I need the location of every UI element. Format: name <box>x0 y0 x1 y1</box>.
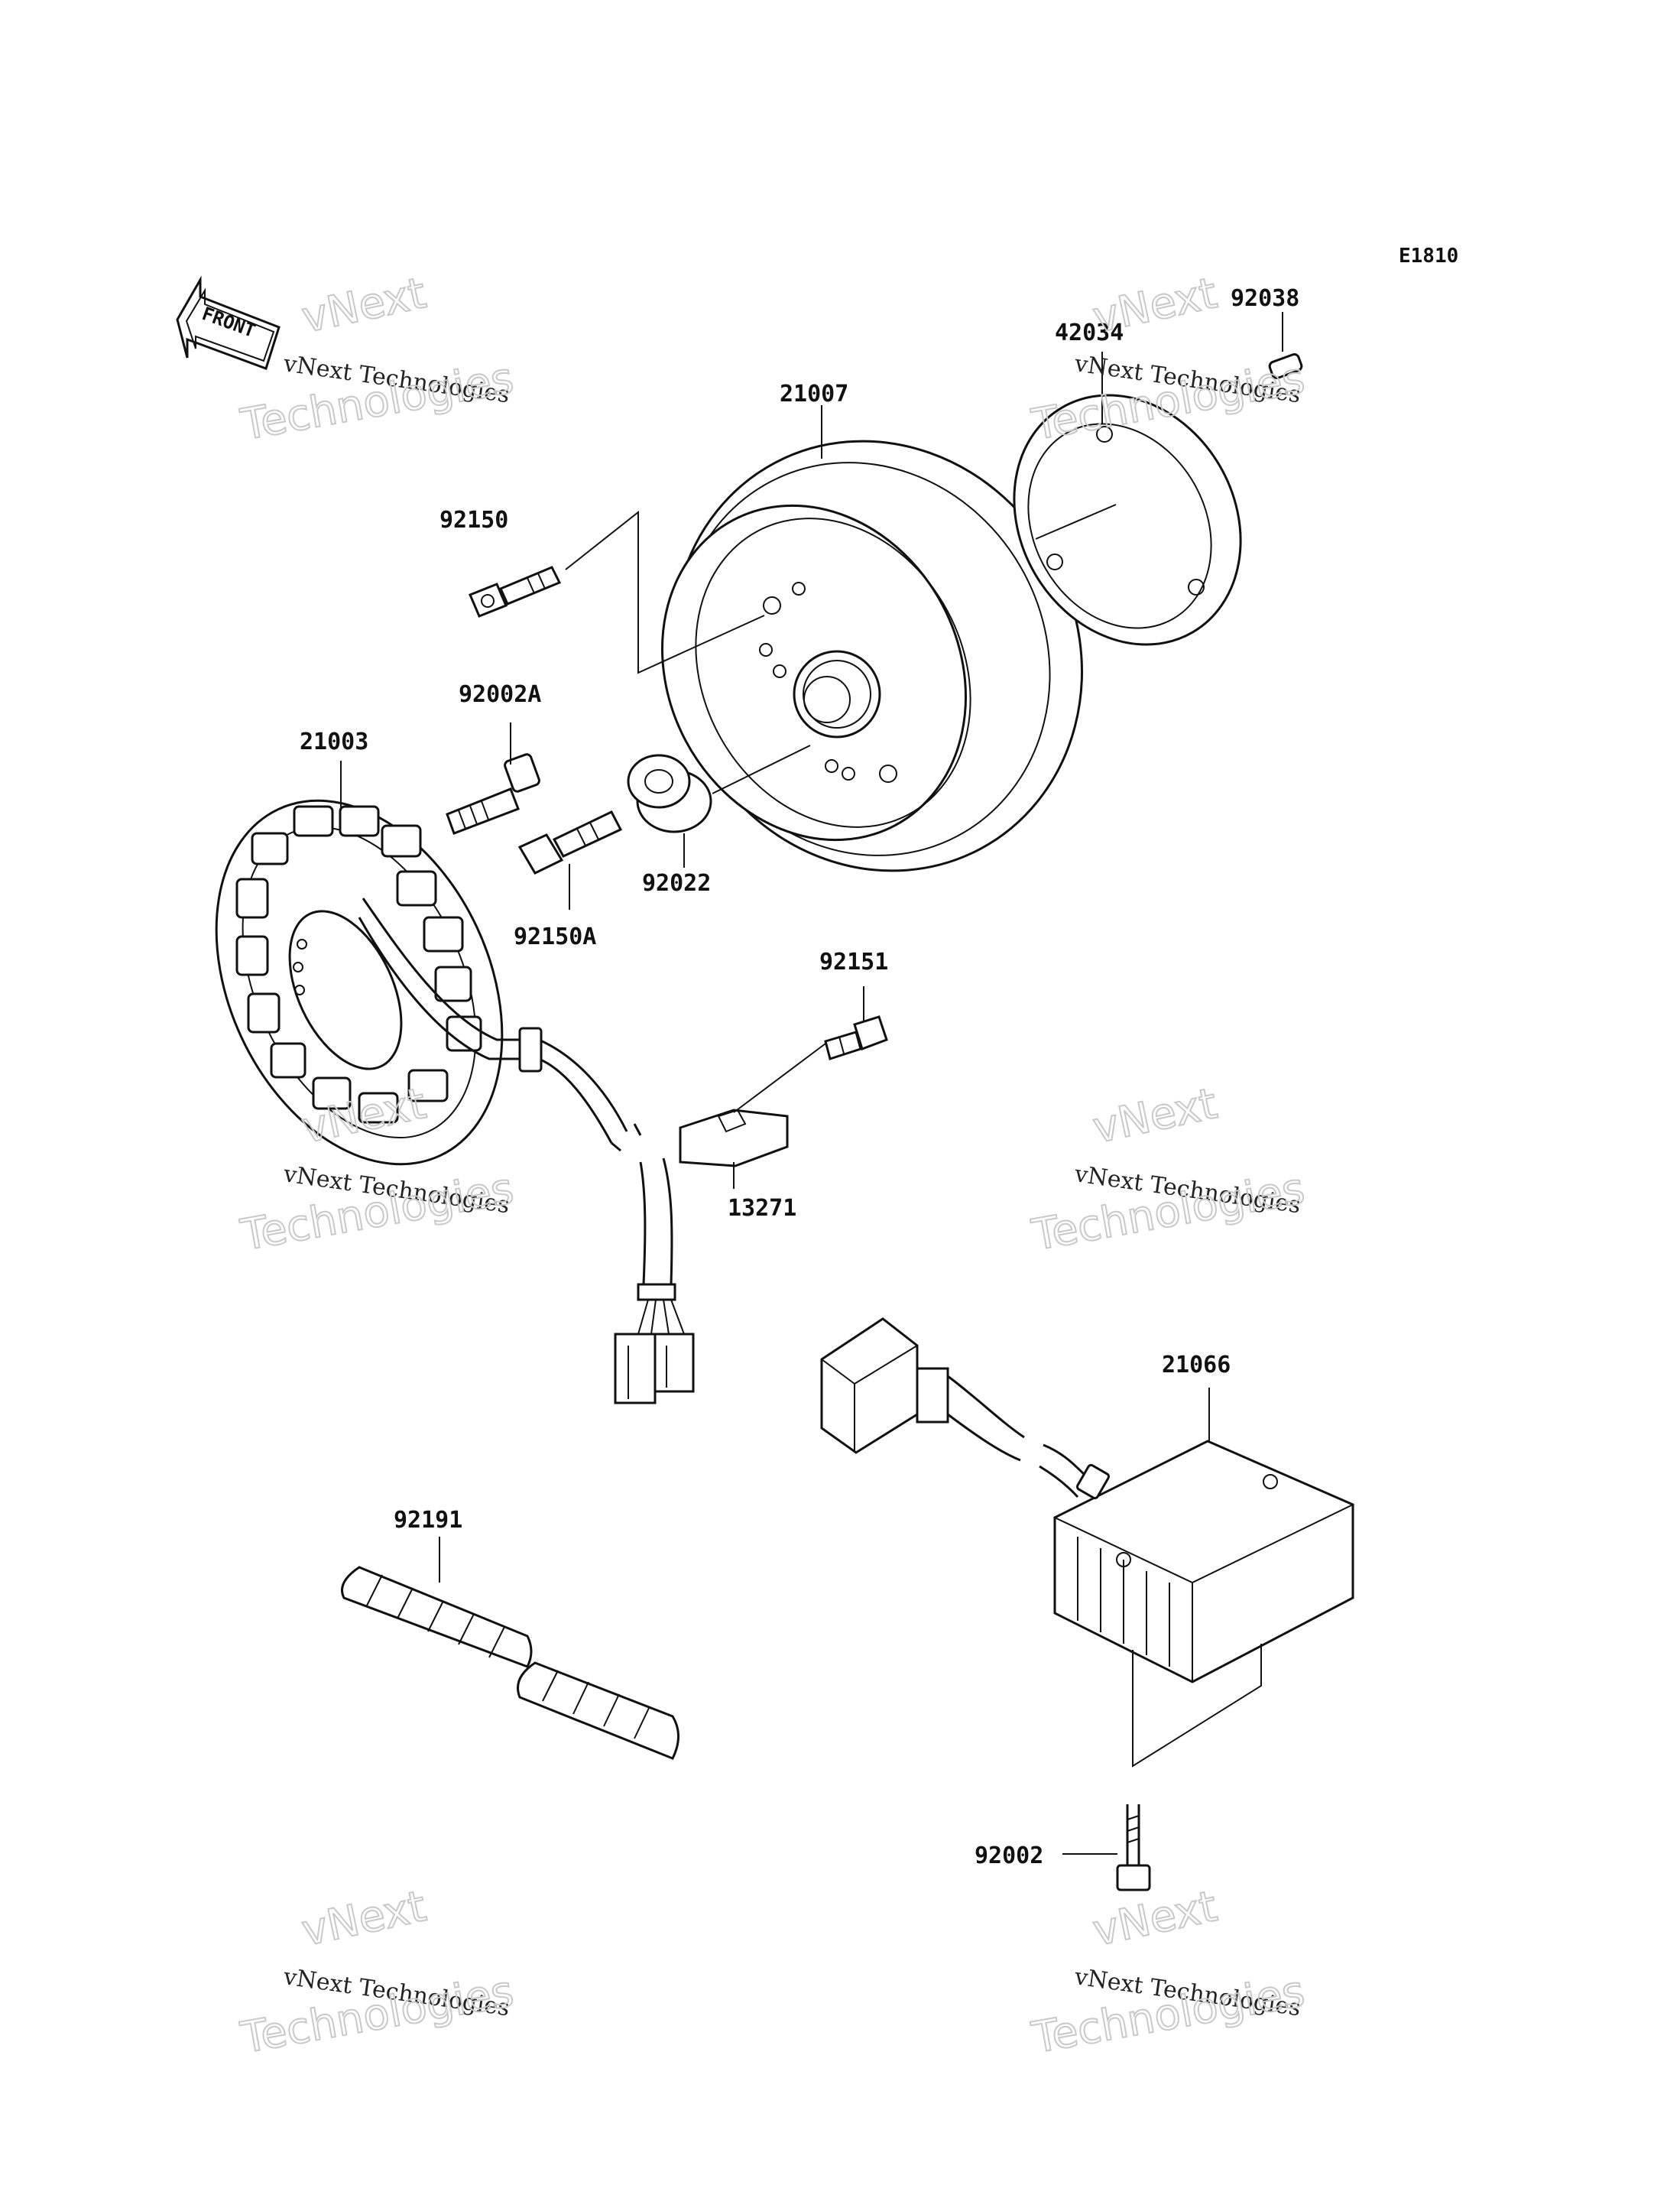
clamp-13271[interactable] <box>679 1109 789 1167</box>
screw-92151[interactable] <box>824 1015 888 1060</box>
stator-coil[interactable] <box>161 755 557 1211</box>
pin-92038[interactable] <box>1268 353 1303 379</box>
screw-92002[interactable] <box>1116 1804 1151 1891</box>
watermark: vNext vNext Technologies Technologies <box>236 268 518 451</box>
part-label-92002[interactable]: 92002 <box>975 1842 1043 1869</box>
svg-text:vNext: vNext <box>1088 268 1221 343</box>
one-way-clutch-ring[interactable] <box>970 354 1285 686</box>
part-label-92038[interactable]: 92038 <box>1231 285 1299 312</box>
svg-text:vNext: vNext <box>297 268 430 343</box>
harness-tube[interactable] <box>341 1566 679 1760</box>
part-label-92022[interactable]: 92022 <box>642 870 711 897</box>
front-arrow-icon: FRONT <box>176 275 281 370</box>
part-label-92150A[interactable]: 92150A <box>514 924 596 950</box>
stator-harness <box>358 898 695 1404</box>
part-label-13271[interactable]: 13271 <box>728 1195 796 1222</box>
part-label-92151[interactable]: 92151 <box>819 949 888 976</box>
svg-text:vNext: vNext <box>1088 1079 1221 1154</box>
watermark: vNext vNext Technologies Technologies <box>236 1078 518 1261</box>
watermark: vNext vNext Technologies Technologies <box>1027 1881 1309 2064</box>
watermark: vNext vNext Technologies Technologies <box>1027 1078 1309 1261</box>
regulator-rectifier[interactable] <box>1052 1440 1355 1683</box>
part-label-92002A[interactable]: 92002A <box>459 681 541 708</box>
leader-lines <box>340 312 1283 1855</box>
regulator-harness <box>820 1317 1111 1500</box>
diagram-code: E1810 <box>1399 245 1458 268</box>
part-label-21003[interactable]: 21003 <box>300 729 368 755</box>
bolt-92150A[interactable] <box>517 810 623 875</box>
collar-92022[interactable] <box>627 754 712 833</box>
part-label-21007[interactable]: 21007 <box>780 381 848 407</box>
watermark: vNext vNext Technologies Technologies <box>236 1881 518 2064</box>
bolt-92002A[interactable] <box>446 753 540 835</box>
part-label-92191[interactable]: 92191 <box>394 1507 462 1534</box>
svg-text:vNext: vNext <box>297 1881 430 1956</box>
svg-text:vNext: vNext <box>1088 1881 1221 1956</box>
part-label-92150[interactable]: 92150 <box>439 507 508 534</box>
bolt-92150[interactable] <box>469 566 562 618</box>
part-label-21066[interactable]: 21066 <box>1162 1352 1231 1378</box>
part-label-42034[interactable]: 42034 <box>1055 320 1124 346</box>
